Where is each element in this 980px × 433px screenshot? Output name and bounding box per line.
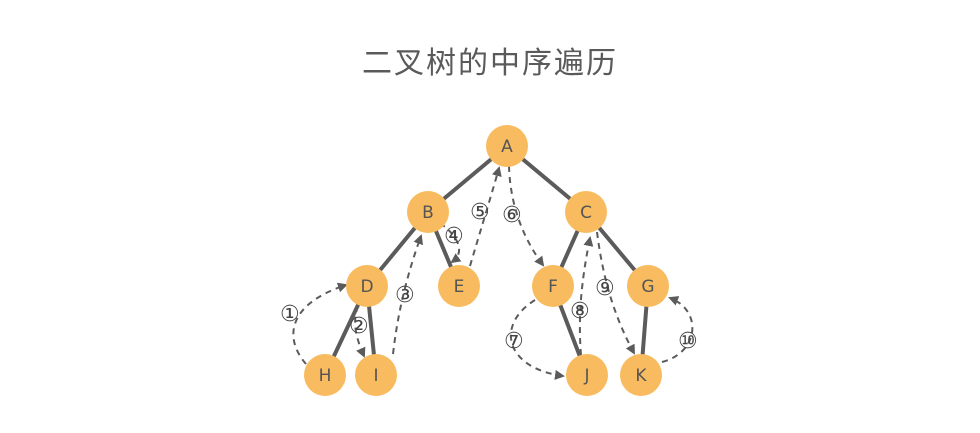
step-label-2: ② (349, 314, 369, 339)
step-label-6: ⑥ (502, 203, 522, 228)
step-label-9: ⑨ (595, 276, 615, 301)
node-d: D (346, 265, 388, 307)
traversal-arrow-9 (596, 231, 635, 355)
node-label-h: H (319, 366, 332, 386)
traversal-arrow-4 (439, 222, 462, 264)
node-g: G (627, 265, 669, 307)
node-label-a: A (501, 137, 513, 157)
node-label-c: C (580, 203, 592, 223)
tree-edges (323, 144, 650, 377)
traversal-arrow-8 (578, 236, 594, 356)
step-label-7: ⑦ (504, 329, 524, 354)
node-label-e: E (454, 277, 465, 297)
step-label-5: ⑤ (470, 200, 490, 225)
node-label-k: K (635, 366, 647, 386)
node-label-f: F (548, 277, 558, 297)
step-label-1: ① (280, 302, 300, 327)
page-title: 二叉树的中序遍历 (362, 46, 618, 81)
node-a: A (486, 125, 528, 167)
traversal-arrow-2 (354, 305, 366, 358)
node-label-i: I (373, 366, 378, 386)
node-label-g: G (641, 277, 654, 297)
node-j: J (566, 354, 608, 396)
node-label-b: B (422, 203, 434, 223)
step-label-4: ④ (444, 224, 464, 249)
node-b: B (407, 191, 449, 233)
traversal-arrow-1 (292, 282, 348, 365)
step-label-10: ⑩ (678, 329, 698, 354)
step-label-8: ⑧ (570, 299, 590, 324)
traversal-arrow-7 (509, 299, 565, 380)
step-label-3: ③ (395, 283, 415, 308)
node-c: C (565, 191, 607, 233)
node-k: K (620, 354, 662, 396)
node-h: H (304, 354, 346, 396)
traversal-arrow-5 (469, 166, 502, 267)
traversal-arrow-10 (661, 296, 694, 363)
tree-nodes: A B C D E F G H (304, 125, 669, 396)
node-label-d: D (360, 277, 373, 297)
step-labels: ① ② ③ ④ ⑤ ⑥ ⑦ ⑧ ⑨ ⑩ (280, 200, 698, 354)
node-label-j: J (583, 366, 589, 386)
traversal-arrows (292, 165, 694, 380)
node-e: E (438, 265, 480, 307)
traversal-arrow-3 (392, 234, 423, 355)
node-f: F (532, 265, 574, 307)
node-i: I (355, 354, 397, 396)
